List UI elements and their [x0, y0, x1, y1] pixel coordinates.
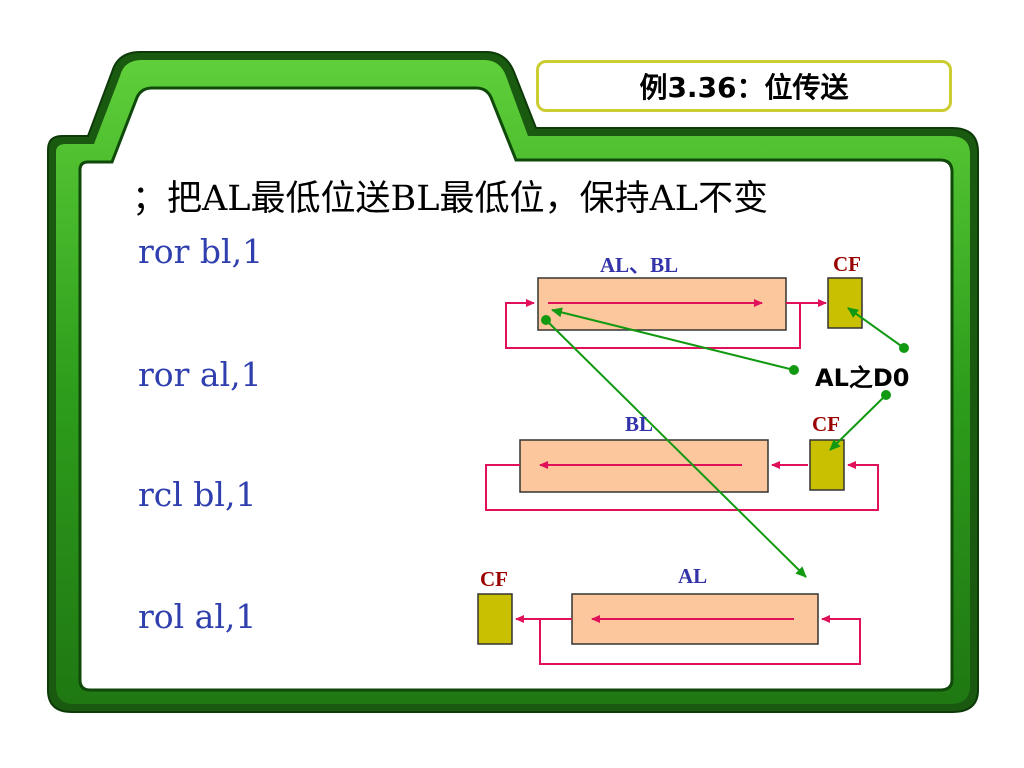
link-register-to-al	[545, 319, 807, 578]
rcl-wrap-arrow	[485, 461, 879, 511]
title-box: 例3.36：位传送	[536, 60, 952, 112]
page-title: 例3.36：位传送	[639, 71, 849, 104]
ror-section	[505, 277, 863, 349]
label-cf-rcl: CF	[812, 412, 840, 436]
flag-cf-rol	[477, 593, 513, 645]
instruction-ror-bl: ror bl,1	[138, 232, 264, 271]
rcl-section	[485, 439, 879, 511]
link-d0-to-cf-rcl	[829, 394, 887, 451]
label-bl: BL	[625, 412, 654, 436]
link-d0-to-register	[551, 307, 795, 371]
label-cf-rol: CF	[480, 567, 508, 591]
instruction-rcl-bl: rcl bl,1	[138, 475, 257, 514]
flag-cf-rcl	[809, 439, 845, 491]
label-al: AL	[678, 564, 708, 588]
label-al-bl: AL、BL	[600, 253, 679, 277]
annotation-al-d0: AL之D0	[815, 364, 910, 392]
label-cf-ror: CF	[833, 252, 861, 276]
link-d0-to-cf-ror	[847, 307, 905, 349]
rol-wrap-arrow	[539, 615, 861, 665]
instruction-ror-al: ror al,1	[138, 355, 262, 394]
instruction-rol-al: rol al,1	[138, 597, 257, 636]
frame-inner-panel	[78, 86, 954, 692]
ror-wrap-arrow	[505, 299, 801, 349]
flag-cf-ror	[827, 277, 863, 329]
link-arrows	[541, 307, 909, 578]
rol-section	[477, 593, 861, 665]
comment-line: ；把AL最低位送BL最低位，保持AL不变	[132, 179, 768, 219]
